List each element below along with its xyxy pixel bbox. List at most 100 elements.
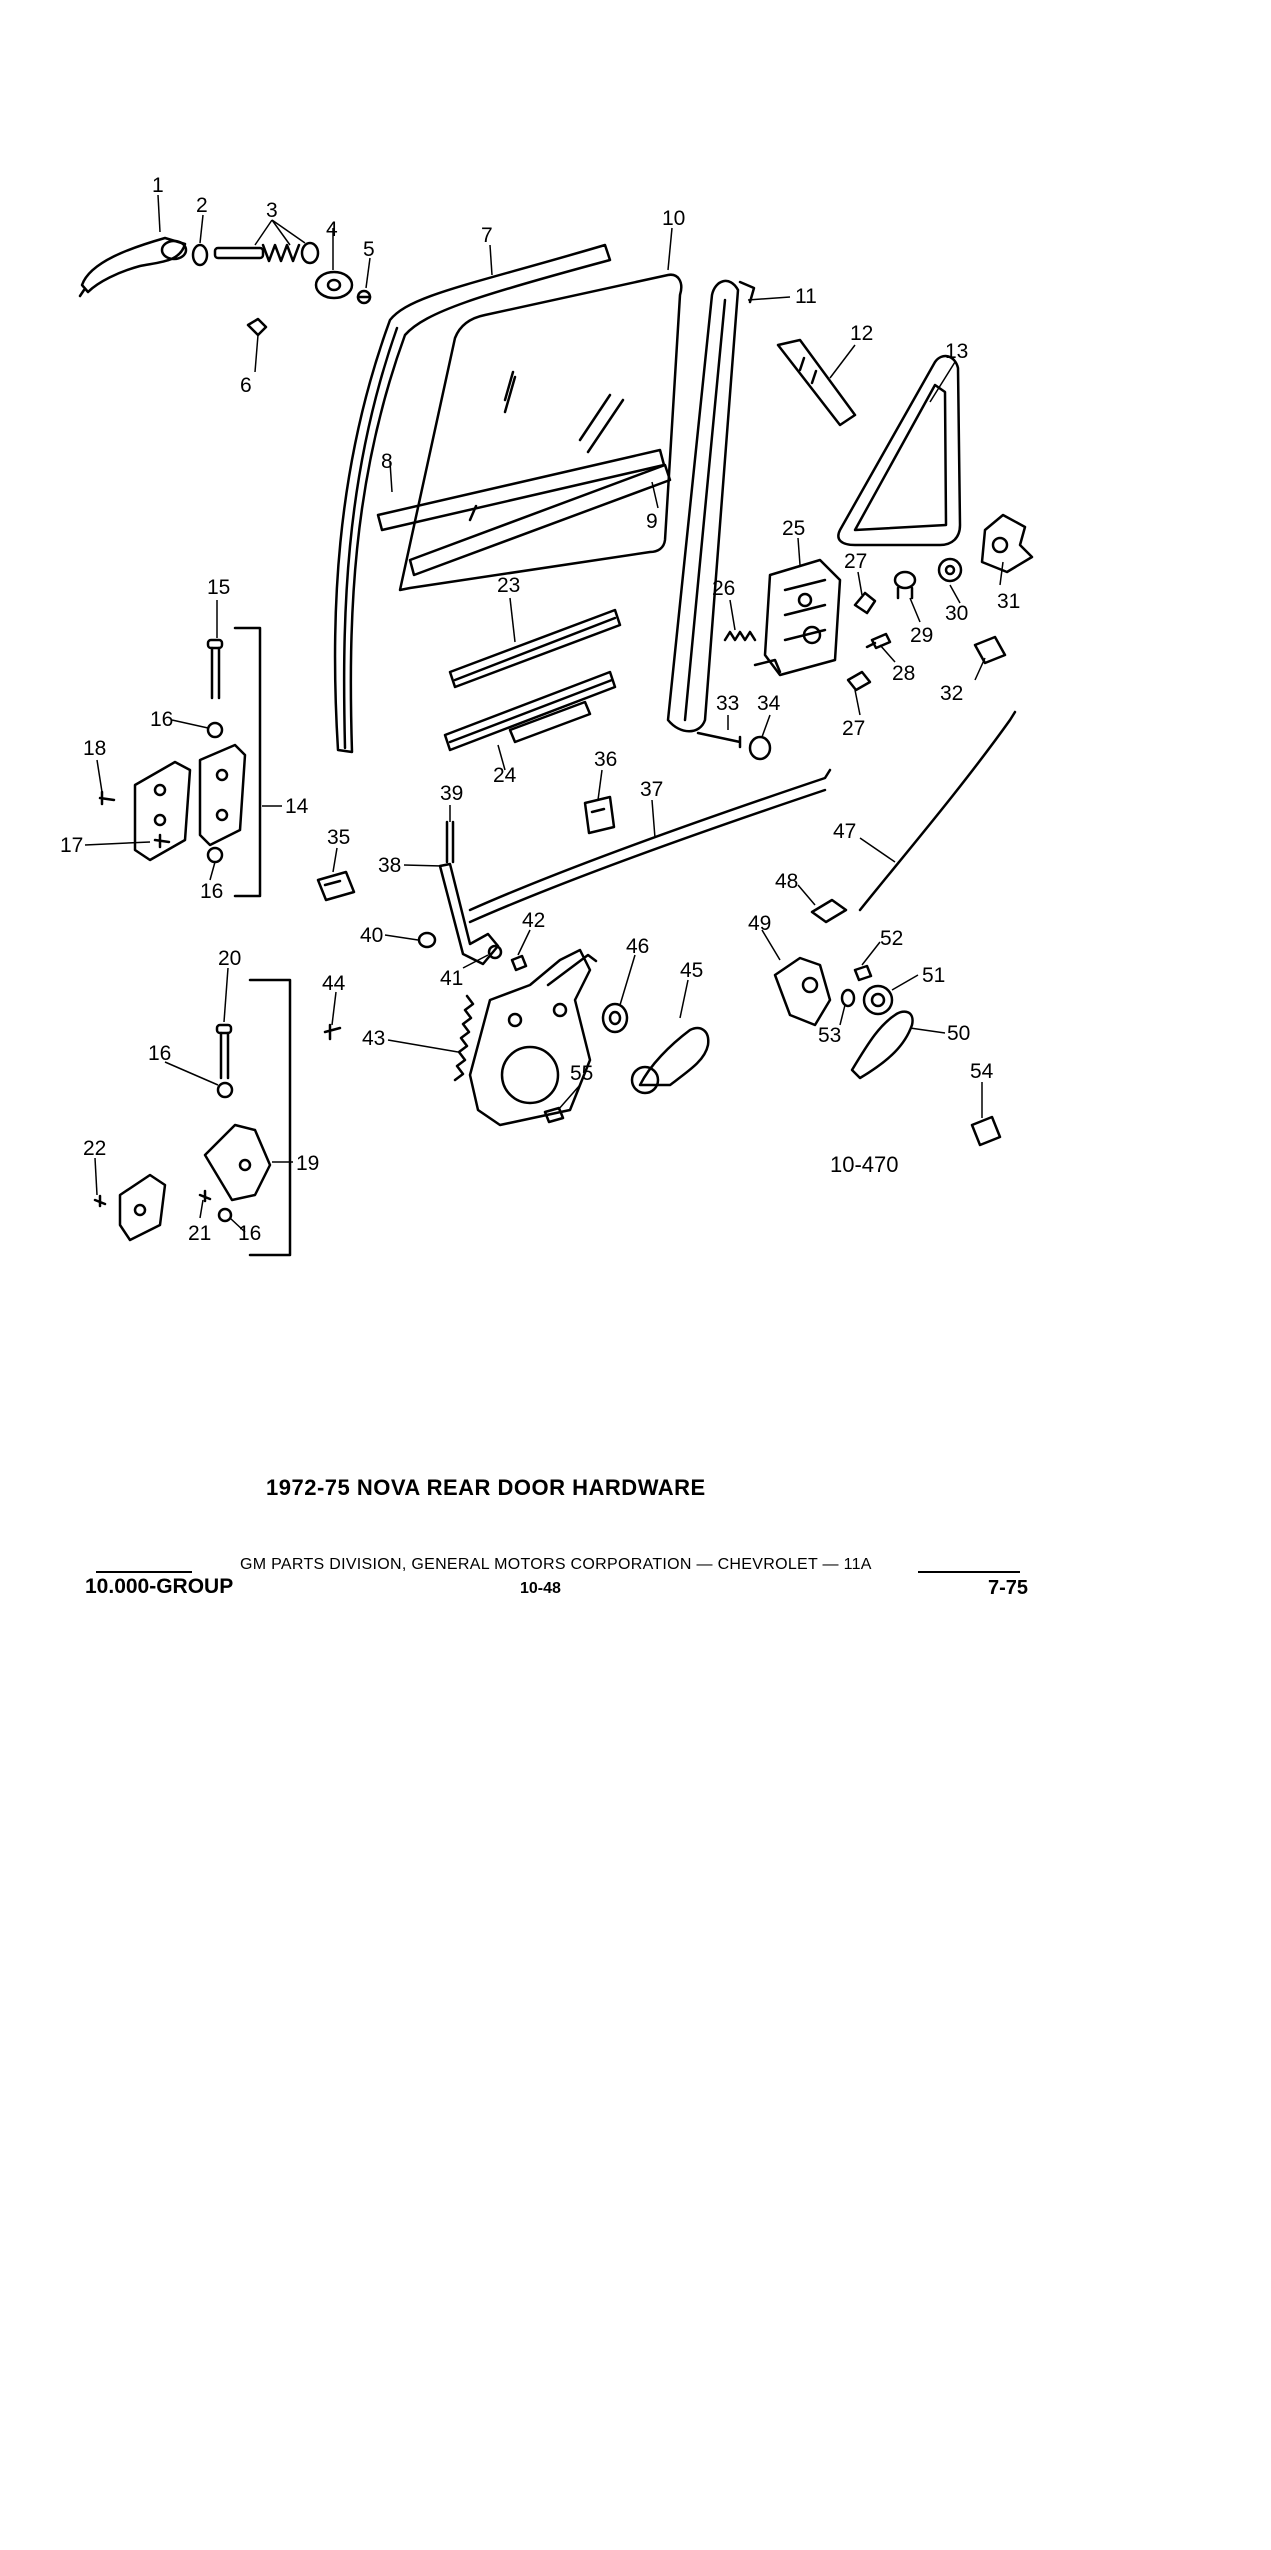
callout-42: 42 [522, 909, 545, 932]
callout-43: 43 [362, 1027, 385, 1050]
callout-5: 5 [363, 238, 375, 261]
callout-52: 52 [880, 927, 903, 950]
callout-7: 7 [481, 224, 493, 247]
washer-part [487, 944, 503, 960]
sash-channel-part [376, 448, 672, 577]
callout-40: 40 [360, 924, 383, 947]
link-part [438, 862, 500, 966]
callout-22: 22 [83, 1137, 106, 1160]
hinge-bolt-part [206, 638, 224, 700]
washer-part [417, 931, 437, 949]
callout-30: 30 [945, 602, 968, 625]
inside-handle-part [850, 1010, 914, 1080]
callout-48: 48 [775, 870, 798, 893]
washer-part [937, 557, 963, 583]
callout-39: 39 [440, 782, 463, 805]
run-channel-part [333, 243, 612, 754]
callout-51: 51 [922, 964, 945, 987]
rod-spring-part [213, 241, 320, 265]
callout-13: 13 [945, 340, 968, 363]
callout-19: 19 [296, 1152, 319, 1175]
callout-1: 1 [152, 174, 164, 197]
clip-part [246, 317, 268, 337]
hinge-part [118, 1123, 272, 1242]
nut-part [216, 1081, 234, 1099]
remote-rod-part [468, 768, 832, 912]
callout-28: 28 [892, 662, 915, 685]
page-title: 1972-75 NOVA REAR DOOR HARDWARE [266, 1475, 706, 1500]
callout-27b: 27 [842, 717, 865, 740]
footer-rule-left [96, 1571, 192, 1573]
bracket-part [973, 635, 1007, 665]
callout-11: 11 [795, 285, 817, 308]
callout-55: 55 [570, 1062, 593, 1085]
clip-part [846, 670, 872, 692]
callout-33: 33 [716, 692, 739, 715]
vent-glass-part [776, 338, 857, 427]
footer-page-number: 10-48 [520, 1580, 561, 1597]
exploded-parts-diagram: 1 2 3 4 5 6 7 10 11 12 13 8 9 25 26 27 2… [60, 174, 1034, 1257]
callout-23: 23 [497, 574, 520, 597]
stud-part [445, 820, 455, 864]
figure-number: 10-470 [830, 1152, 899, 1177]
ring-part [191, 243, 209, 267]
weatherstrip-part [443, 608, 622, 752]
callout-45: 45 [680, 959, 703, 982]
screw-part [323, 1023, 342, 1041]
callout-41: 41 [440, 967, 463, 990]
callout-29: 29 [910, 624, 933, 647]
callout-38: 38 [378, 854, 401, 877]
bolt-part [98, 790, 116, 806]
callout-16c: 16 [148, 1042, 171, 1065]
callout-44: 44 [322, 972, 346, 995]
guide-part [970, 1115, 1002, 1147]
knob-part [893, 570, 917, 600]
callout-18: 18 [83, 737, 106, 760]
outside-handle-part [78, 236, 188, 298]
division-channel-part [666, 279, 756, 733]
callout-47: 47 [833, 820, 856, 843]
callout-46: 46 [626, 935, 649, 958]
window-crank-part [630, 1026, 710, 1095]
nut-part [206, 721, 224, 739]
callout-leaders [84, 194, 1004, 1233]
callout-4: 4 [326, 218, 338, 241]
callout-32: 32 [940, 682, 963, 705]
vent-weatherstrip-part [837, 354, 962, 547]
callout-35: 35 [327, 826, 350, 849]
hinge-part [133, 743, 247, 862]
clip-part [853, 591, 877, 615]
washer-part [862, 984, 894, 1016]
bracket-line [233, 626, 262, 898]
door-lock-part [753, 558, 842, 677]
callout-49: 49 [748, 912, 771, 935]
footer-rule-right [918, 1571, 1020, 1573]
bolt-part [543, 1106, 565, 1124]
callout-16b: 16 [200, 880, 223, 903]
callout-15: 15 [207, 576, 230, 599]
bracket-line [248, 978, 292, 1257]
screw-part [93, 1194, 107, 1208]
callout-37: 37 [640, 778, 663, 801]
lock-rod-part [858, 710, 1017, 912]
callout-16a: 16 [150, 708, 173, 731]
footer-division: GM PARTS DIVISION, GENERAL MOTORS CORPOR… [240, 1556, 872, 1573]
screw-part [356, 289, 372, 305]
guide-part [316, 870, 356, 902]
nut-part [217, 1207, 233, 1223]
callout-24: 24 [493, 764, 517, 787]
nut-part [748, 735, 772, 761]
escutcheon-part [601, 1002, 629, 1034]
callout-14: 14 [285, 795, 309, 818]
callout-9: 9 [646, 510, 658, 533]
bolt-part [696, 731, 742, 749]
bolt-part [153, 833, 171, 849]
nut-part [206, 846, 224, 864]
plate-part [980, 513, 1034, 574]
callout-50: 50 [947, 1022, 970, 1045]
callout-3: 3 [266, 199, 278, 222]
callout-53: 53 [818, 1024, 841, 1047]
footer-date: 7-75 [988, 1577, 1029, 1599]
callout-6: 6 [240, 374, 252, 397]
callout-36: 36 [594, 748, 617, 771]
